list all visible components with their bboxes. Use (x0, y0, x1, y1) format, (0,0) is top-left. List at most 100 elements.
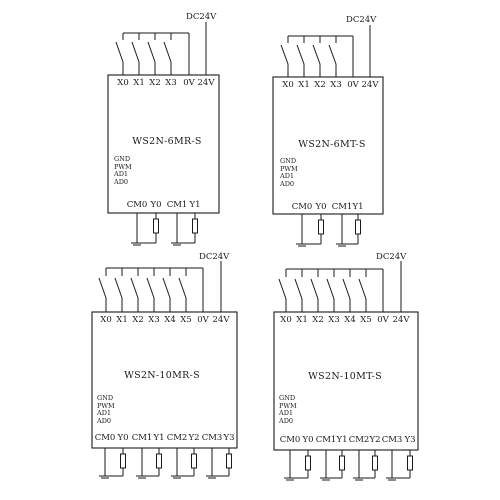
input-terminal-label: X4 (344, 315, 356, 325)
switch-blade (312, 44, 321, 65)
switch-blade (326, 278, 335, 300)
side-port-label: AD1 (280, 172, 295, 180)
switch-blade (296, 44, 305, 65)
output-terminal-label: CM2 (348, 435, 370, 445)
input-terminal-label: 24V (361, 80, 379, 90)
supply-label: DC24V (376, 252, 407, 262)
input-terminal-label: X1 (133, 78, 145, 88)
switch-blade (310, 278, 319, 300)
switch-blade (147, 41, 156, 63)
output-terminal-label: Y1 (189, 200, 201, 210)
input-terminal-label: X0 (282, 80, 294, 90)
switch-blade (98, 277, 107, 299)
output-terminal-label: CM0 (94, 433, 116, 443)
input-terminal-label: X1 (298, 80, 310, 90)
output-terminal-label: CM1 (131, 433, 153, 443)
load-resistor (305, 455, 311, 471)
switch-blade (328, 44, 337, 65)
switch-blade (131, 41, 140, 63)
switch-blade (294, 278, 303, 300)
input-terminal-label: X4 (164, 315, 176, 325)
input-terminal-label: 0V (377, 315, 389, 325)
load-resistor (407, 455, 413, 471)
input-terminal-label: X1 (296, 315, 308, 325)
input-terminal-label: X2 (314, 80, 326, 90)
output-terminal-label: Y3 (223, 433, 235, 443)
switch-blade (178, 277, 187, 299)
output-terminal-label: Y2 (188, 433, 200, 443)
side-port-label: GND (279, 394, 296, 402)
model-name: WS2N-10MT-S (308, 371, 382, 382)
input-terminal-label: X0 (100, 315, 112, 325)
output-terminal-label: CM0 (126, 200, 148, 210)
switch-blade (115, 41, 124, 63)
side-port-label: AD1 (97, 409, 112, 417)
side-port-label: AD0 (279, 416, 294, 425)
load-resistor (153, 218, 159, 234)
module-box (91, 311, 238, 449)
switch-blade (278, 278, 287, 300)
input-terminal-label: X0 (117, 78, 129, 88)
input-terminal-label: 24V (392, 315, 410, 325)
side-port-label: PWM (280, 164, 298, 173)
load-resistor (226, 453, 232, 469)
module-box (107, 74, 220, 214)
side-port-label: PWM (97, 401, 115, 410)
switch-blade (146, 277, 155, 299)
output-terminal-label: CM3 (381, 435, 403, 445)
switch-blade (358, 278, 367, 300)
load-resistor (372, 455, 378, 471)
output-terminal-label: CM0 (291, 202, 313, 212)
switch-blade (130, 277, 139, 299)
input-terminal-label: 0V (347, 80, 359, 90)
output-terminal-label: Y0 (150, 200, 162, 210)
load-resistor (339, 455, 345, 471)
input-terminal-label: X1 (116, 315, 128, 325)
switch-blade (342, 278, 351, 300)
model-name: WS2N-10MR-S (124, 370, 200, 381)
output-terminal-label: CM1 (331, 202, 353, 212)
module-box (272, 76, 384, 215)
output-terminal-label: CM3 (201, 433, 223, 443)
input-terminal-label: X0 (280, 315, 292, 325)
load-resistor (156, 453, 162, 469)
input-terminal-label: X2 (149, 78, 161, 88)
input-terminal-label: 24V (197, 78, 215, 88)
module-box (273, 311, 419, 451)
load-resistor (120, 453, 126, 469)
side-port-label: AD0 (114, 177, 129, 186)
load-resistor (355, 219, 361, 235)
output-terminal-label: Y0 (117, 433, 129, 443)
side-port-label: AD0 (280, 179, 295, 188)
output-terminal-label: CM0 (279, 435, 301, 445)
output-terminal-label: CM1 (166, 200, 188, 210)
supply-label: DC24V (199, 252, 230, 262)
input-terminal-label: X2 (312, 315, 324, 325)
input-terminal-label: X5 (180, 315, 192, 325)
switch-blade (163, 41, 172, 63)
output-terminal-label: Y1 (352, 202, 364, 212)
switch-blade (162, 277, 171, 299)
input-terminal-label: 24V (212, 315, 230, 325)
side-port-label: GND (97, 394, 114, 402)
side-port-label: AD1 (114, 170, 129, 178)
output-terminal-label: CM2 (166, 433, 188, 443)
output-terminal-label: Y0 (315, 202, 327, 212)
input-terminal-label: X3 (328, 315, 340, 325)
switch-blade (280, 44, 289, 65)
load-resistor (318, 219, 324, 235)
load-resistor (192, 218, 198, 234)
side-port-label: PWM (279, 401, 297, 410)
switch-blade (114, 277, 123, 299)
input-terminal-label: 0V (197, 315, 209, 325)
input-terminal-label: X2 (132, 315, 144, 325)
supply-label: DC24V (186, 12, 217, 22)
output-terminal-label: Y1 (153, 433, 165, 443)
input-terminal-label: X5 (360, 315, 372, 325)
side-port-label: AD0 (97, 416, 112, 425)
output-terminal-label: Y3 (404, 435, 416, 445)
output-terminal-label: Y0 (302, 435, 314, 445)
model-name: WS2N-6MR-S (132, 136, 202, 147)
load-resistor (191, 453, 197, 469)
